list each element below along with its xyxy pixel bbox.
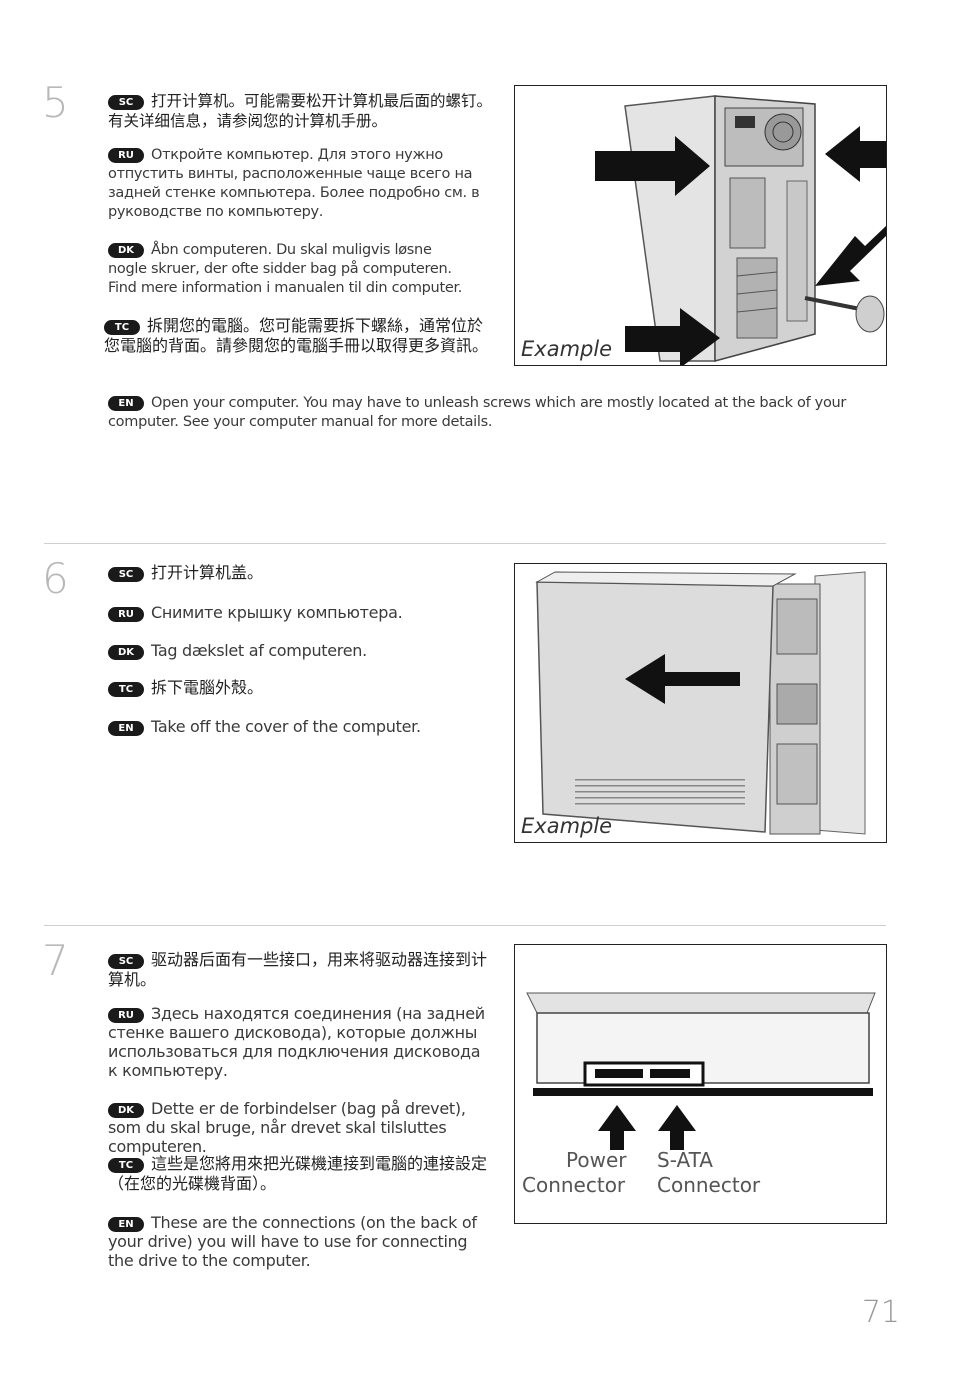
lang-badge-ru: RU [108,1008,144,1023]
computer-cover-illustration [535,571,866,835]
sata-label-line1: S-ATA [657,1148,713,1172]
lang-badge-en: EN [108,1217,144,1232]
drive-connectors-illustration [526,992,876,1150]
power-label-line2: Connector [522,1173,626,1197]
step6-illustration: Example [514,563,887,843]
lang-badge-dk: DK [108,1103,144,1118]
lang-badge-sc: SC [108,567,144,582]
page-number: 71 [861,1295,900,1330]
step7-illustration: Power Connector S-ATA Connector [514,944,887,1224]
lang-badge-tc: TC [108,1158,144,1173]
computer-back-illustration [595,95,886,365]
section-divider [44,925,886,926]
power-label-line1: Power [566,1148,627,1172]
lang-badge-en: EN [108,721,144,736]
step5-illustration: Example [514,85,887,366]
lang-badge-dk: DK [108,243,144,258]
lang-badge-en: EN [108,396,144,411]
lang-badge-dk: DK [108,645,144,660]
lang-badge-ru: RU [108,607,144,622]
lang-badge-sc: SC [108,954,144,969]
step-number: 7 [42,936,69,985]
section-divider [44,543,886,544]
example-caption: Example [521,814,613,838]
sata-label-line2: Connector [657,1173,761,1197]
lang-badge-tc: TC [108,682,144,697]
lang-badge-sc: SC [108,95,144,110]
example-caption: Example [521,337,613,361]
step-number: 6 [42,554,69,603]
step-number: 5 [42,78,69,127]
lang-badge-tc: TC [104,320,140,335]
lang-badge-ru: RU [108,148,144,163]
